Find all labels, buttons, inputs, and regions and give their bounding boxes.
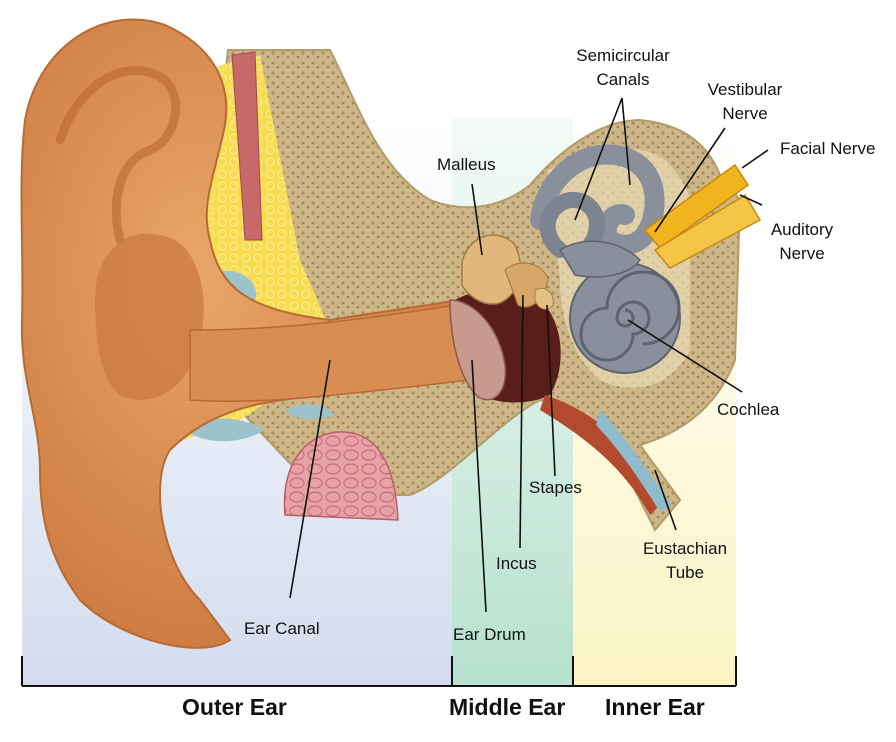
leader-lines [289, 97, 769, 613]
leader-vestibular [654, 127, 726, 233]
leader-auditory [739, 194, 763, 206]
semicircular-canal-loop [539, 192, 606, 258]
region-brackets [21, 656, 737, 687]
leader-ear-canal [289, 359, 331, 599]
label-stapes: Stapes [529, 478, 582, 497]
region-label-middle-ear: Middle Ear [449, 694, 566, 720]
leader-eustachian [654, 469, 677, 531]
label-eustachian-tube-line2: Tube [665, 563, 705, 582]
facial-nerve-shape [643, 163, 750, 250]
label-auditory-nerve-line1: Auditory [770, 220, 834, 239]
leader-semicircular-2 [621, 97, 631, 186]
cochlea-spiral [579, 270, 681, 362]
label-auditory-nerve-line2: Nerve [779, 244, 825, 263]
label-eustachian-tube: Eustachian Tube [630, 537, 740, 585]
label-facial-nerve: Facial Nerve [780, 139, 876, 158]
label-ear-drum: Ear Drum [453, 625, 526, 644]
label-vestibular-nerve: Vestibular Nerve [690, 78, 800, 126]
muscle [231, 51, 263, 241]
stapes-bone [534, 287, 554, 310]
label-vestibular-nerve-line1: Vestibular [707, 80, 783, 99]
label-incus: Incus [496, 554, 537, 573]
leader-malleus [471, 183, 483, 256]
vestibule [558, 240, 641, 278]
leader-semicircular-1 [574, 97, 623, 221]
mucosa [283, 431, 399, 521]
leader-incus [519, 294, 524, 549]
auditory-nerve-shape [653, 193, 762, 269]
leader-stapes [546, 304, 556, 477]
helix-fold [55, 65, 181, 245]
eustachian-tube-lining [596, 410, 672, 512]
region-label-outer-ear: Outer Ear [182, 694, 287, 720]
label-semicircular-canals: Semicircular Canals [563, 44, 683, 92]
label-ear-canal: Ear Canal [244, 619, 320, 638]
label-semicircular-canals-line2: Canals [596, 70, 650, 89]
semicircular-canals-shape [530, 144, 665, 255]
leader-facial [741, 149, 769, 169]
label-vestibular-nerve-line2: Nerve [722, 104, 768, 123]
ear-drum-membrane [449, 299, 507, 401]
leader-cochlea [627, 319, 743, 393]
region-label-inner-ear: Inner Ear [605, 694, 705, 720]
label-cochlea: Cochlea [717, 400, 780, 419]
leader-ear-drum [471, 359, 487, 613]
label-semicircular-canals-line1: Semicircular [576, 46, 670, 65]
label-auditory-nerve: Auditory Nerve [752, 218, 852, 266]
concha [95, 233, 204, 400]
eustachian-tube-shape [540, 395, 665, 515]
label-eustachian-tube-line1: Eustachian [642, 539, 728, 558]
label-malleus: Malleus [437, 155, 496, 174]
